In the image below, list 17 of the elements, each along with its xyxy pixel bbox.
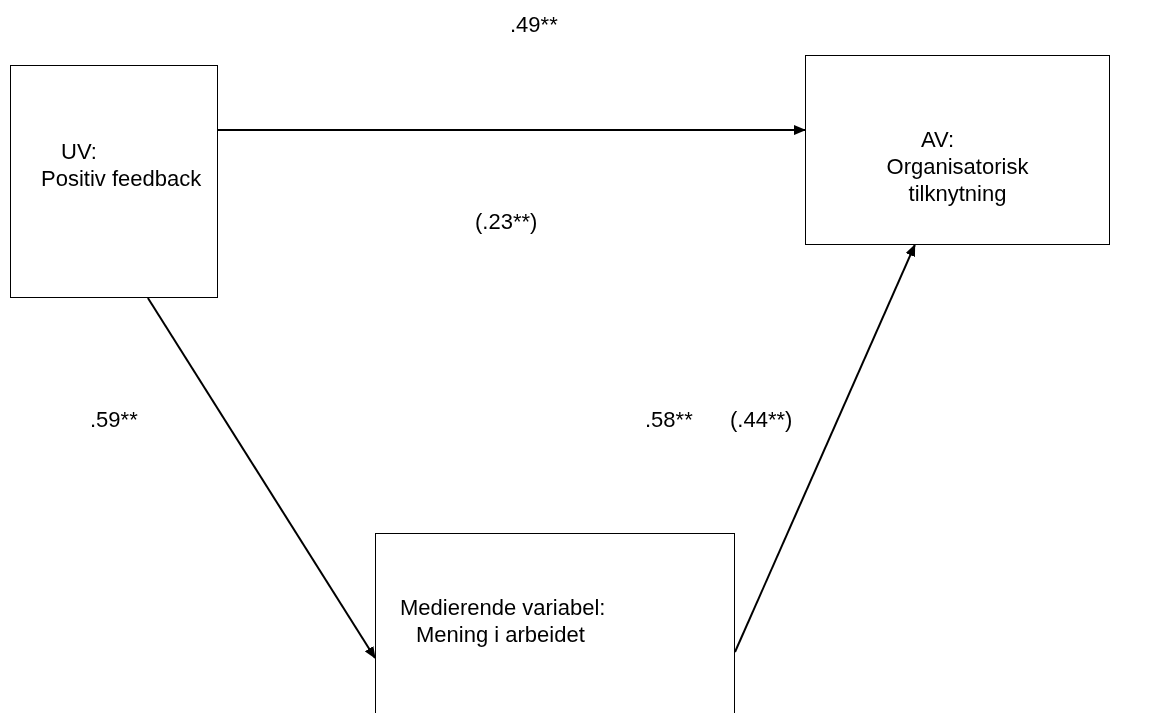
arrow [146,297,376,659]
coefficient-label: .59** [90,406,138,434]
variable-box [375,533,735,713]
coefficient-label: (.23**) [475,208,538,236]
arrow [734,244,916,653]
coefficient-label: .49** [510,11,558,39]
arrow [217,125,806,136]
coefficient-label: .58** [645,406,693,434]
box-heading: AV: [921,126,955,153]
box-label: Organisatorisk tilknytning [885,153,1030,207]
variable-box [805,55,1110,245]
box-heading: Medierende variabel: [400,594,607,621]
variable-box [10,65,218,298]
box-label: Positiv feedback [41,165,203,192]
box-heading: UV: [60,138,98,165]
box-label: Mening i arbeidet [415,621,586,648]
coefficient-label: (.44**) [730,406,793,434]
